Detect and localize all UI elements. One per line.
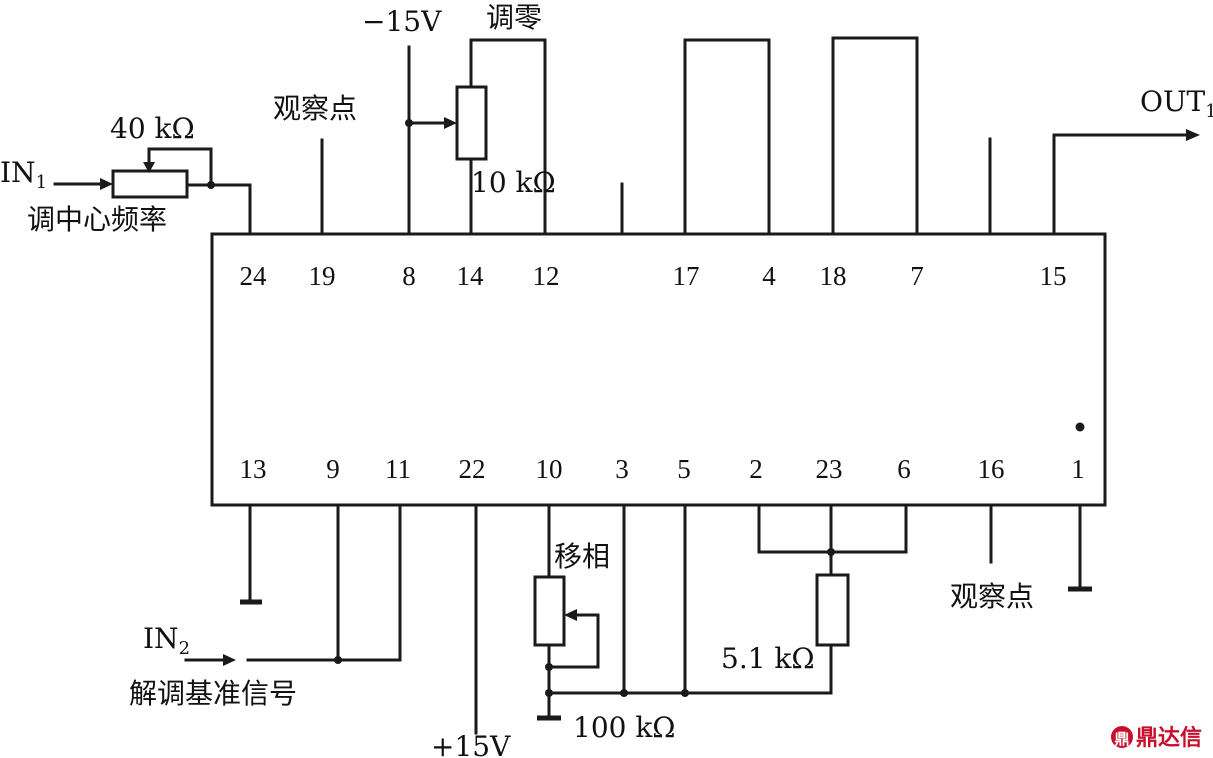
watermark-badge-icon	[1111, 726, 1133, 748]
pin-number: 12	[533, 261, 560, 291]
in2-arrow-icon	[223, 654, 236, 666]
pin-number: 18	[820, 261, 847, 291]
out1-label: OUT1	[1140, 85, 1213, 122]
pin-number: 22	[459, 454, 486, 484]
junction-dot	[545, 689, 553, 697]
pin-number: 14	[457, 261, 485, 291]
pin-number: 13	[240, 454, 267, 484]
res-10k-label: 10 kΩ	[471, 166, 556, 199]
in1-arrow-icon	[100, 178, 113, 190]
junction-dot	[620, 689, 628, 697]
observe-point-bottom-label: 观察点	[950, 580, 1034, 613]
pos-supply-label: +15V	[431, 730, 511, 758]
pin-number: 8	[402, 261, 416, 291]
pin-number: 24	[240, 261, 268, 291]
pin-number: 19	[309, 261, 336, 291]
potentiometer-10k	[455, 85, 488, 161]
pin-number: 23	[816, 454, 843, 484]
wire	[209, 183, 252, 236]
observe-point-top-label: 观察点	[273, 92, 357, 125]
pin-number: 16	[978, 454, 1005, 484]
top-pin-numbers: 24 19 8 14 12 17 4 18 7 15	[240, 261, 1067, 291]
pin-number: 9	[326, 454, 340, 484]
pot-10k-network	[455, 38, 547, 236]
center-freq-label: 调中心频率	[27, 203, 167, 236]
pin-number: 2	[749, 454, 763, 484]
watermark-text: 鼎达信	[1136, 725, 1202, 751]
phase-shift-label: 移相	[554, 540, 610, 573]
pin11-lead	[336, 503, 402, 662]
junction-dot	[681, 689, 689, 697]
pin-number: 17	[673, 261, 700, 291]
pin-number: 11	[385, 454, 411, 484]
pin1-marker	[1075, 422, 1085, 432]
wiper-wire	[147, 147, 213, 187]
junction-dot	[827, 548, 835, 556]
pin-number: 15	[1040, 261, 1067, 291]
wire	[469, 38, 547, 236]
potentiometer-100k	[533, 575, 566, 647]
res-40k-label: 40 kΩ	[110, 112, 195, 145]
pin-number: 6	[897, 454, 911, 484]
neg-supply-label: −15V	[362, 5, 442, 38]
wiper-arrow-icon	[564, 609, 577, 621]
pin17-pin4-link	[683, 38, 771, 236]
bottom-pin-numbers: 13 9 11 22 10 3 5 2 23 6 16 1	[240, 454, 1085, 484]
demod-reference-label: 解调基准信号	[129, 677, 297, 710]
in2-label: IN2	[143, 622, 190, 659]
pin-number: 7	[910, 261, 924, 291]
pin-number: 5	[677, 454, 691, 484]
pot-100k-network	[533, 503, 600, 721]
ic-body	[210, 232, 1107, 507]
res-100k-label: 100 kΩ	[573, 711, 676, 744]
watermark-logo: 鼎 鼎达信	[1111, 725, 1202, 751]
pin-number: 4	[762, 261, 776, 291]
pin18-pin7-link	[831, 36, 919, 236]
wiper-arrow-icon	[444, 117, 457, 129]
wiper-wire	[547, 613, 600, 669]
resistor-5k1	[815, 573, 850, 647]
pin-number: 3	[615, 454, 629, 484]
out1-wire	[1052, 133, 1191, 236]
watermark-badge-glyph: 鼎	[1114, 730, 1129, 748]
res-5k1-label: 5.1 kΩ	[721, 642, 815, 675]
wiper-arrow-icon	[143, 162, 155, 173]
pin-number: 10	[536, 454, 563, 484]
potentiometer-40k	[111, 169, 189, 199]
in1-label: IN1	[0, 156, 47, 193]
zero-adjust-label: 调零	[486, 1, 542, 34]
out1-arrow-icon	[1186, 129, 1200, 141]
pot-40k-network	[53, 147, 252, 236]
pin-number: 1	[1071, 454, 1085, 484]
